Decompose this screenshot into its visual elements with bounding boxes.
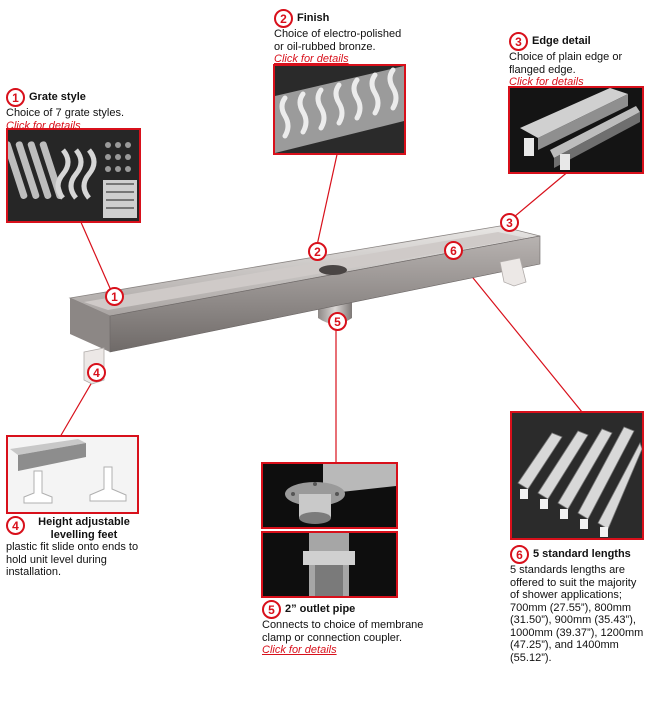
callout-finish: 2 Finish Choice of electro-polished or oi…	[274, 9, 414, 66]
callout-number-2: 2	[274, 9, 293, 28]
callout-number-4: 4	[6, 516, 25, 535]
callout-number-3: 3	[509, 32, 528, 51]
callout-text-6: 5 standards lengths are offered to suit …	[510, 564, 644, 664]
marker-5[interactable]: 5	[328, 312, 347, 331]
grate-photo[interactable]	[6, 128, 141, 223]
marker-6[interactable]: 6	[444, 241, 463, 260]
callout-levelling-feet: 4 Height adjustable levelling feet plasti…	[6, 516, 151, 579]
callout-number-1: 1	[6, 88, 25, 107]
finish-details-link[interactable]: Click for details	[274, 53, 349, 65]
callout-text-4: plastic fit slide onto ends to hold unit…	[6, 541, 139, 578]
edge-photo[interactable]	[508, 86, 644, 174]
lengths-photo[interactable]	[510, 411, 644, 540]
callout-edge-detail: 3 Edge detail Choice of plain edge or fla…	[509, 32, 649, 89]
callout-standard-lengths: 6 5 standard lengths 5 standards lengths …	[510, 545, 648, 664]
outlet-pipe-details-link[interactable]: Click for details	[262, 644, 337, 656]
callout-title-3: Edge detail	[532, 35, 591, 48]
feet-photo[interactable]	[6, 435, 139, 514]
callout-text-5: Connects to choice of membrane clamp or …	[262, 619, 424, 644]
callout-title-5: 2” outlet pipe	[285, 603, 356, 616]
callout-title-2: Finish	[297, 12, 330, 25]
marker-1[interactable]: 1	[105, 287, 124, 306]
callout-outlet-pipe: 5 2” outlet pipe Connects to choice of me…	[262, 600, 442, 657]
callout-number-6: 6	[510, 545, 529, 564]
callout-title-1: Grate style	[29, 91, 86, 104]
finish-photo[interactable]	[273, 64, 406, 155]
marker-4[interactable]: 4	[87, 363, 106, 382]
callout-number-5: 5	[262, 600, 281, 619]
outlet-photo-bottom[interactable]	[261, 531, 398, 598]
callout-title-4: Height adjustable levelling feet	[38, 516, 130, 541]
callout-text-2: Choice of electro-polished or oil-rubbed…	[274, 28, 402, 53]
callout-title-6: 5 standard lengths	[533, 548, 631, 561]
marker-3[interactable]: 3	[500, 213, 519, 232]
callout-text-3: Choice of plain edge or flanged edge.	[509, 51, 623, 76]
callout-text-1: Choice of 7 grate styles.	[6, 107, 125, 119]
marker-2[interactable]: 2	[308, 242, 327, 261]
edge-detail-details-link[interactable]: Click for details	[509, 76, 584, 88]
outlet-photo-top[interactable]	[261, 462, 398, 529]
